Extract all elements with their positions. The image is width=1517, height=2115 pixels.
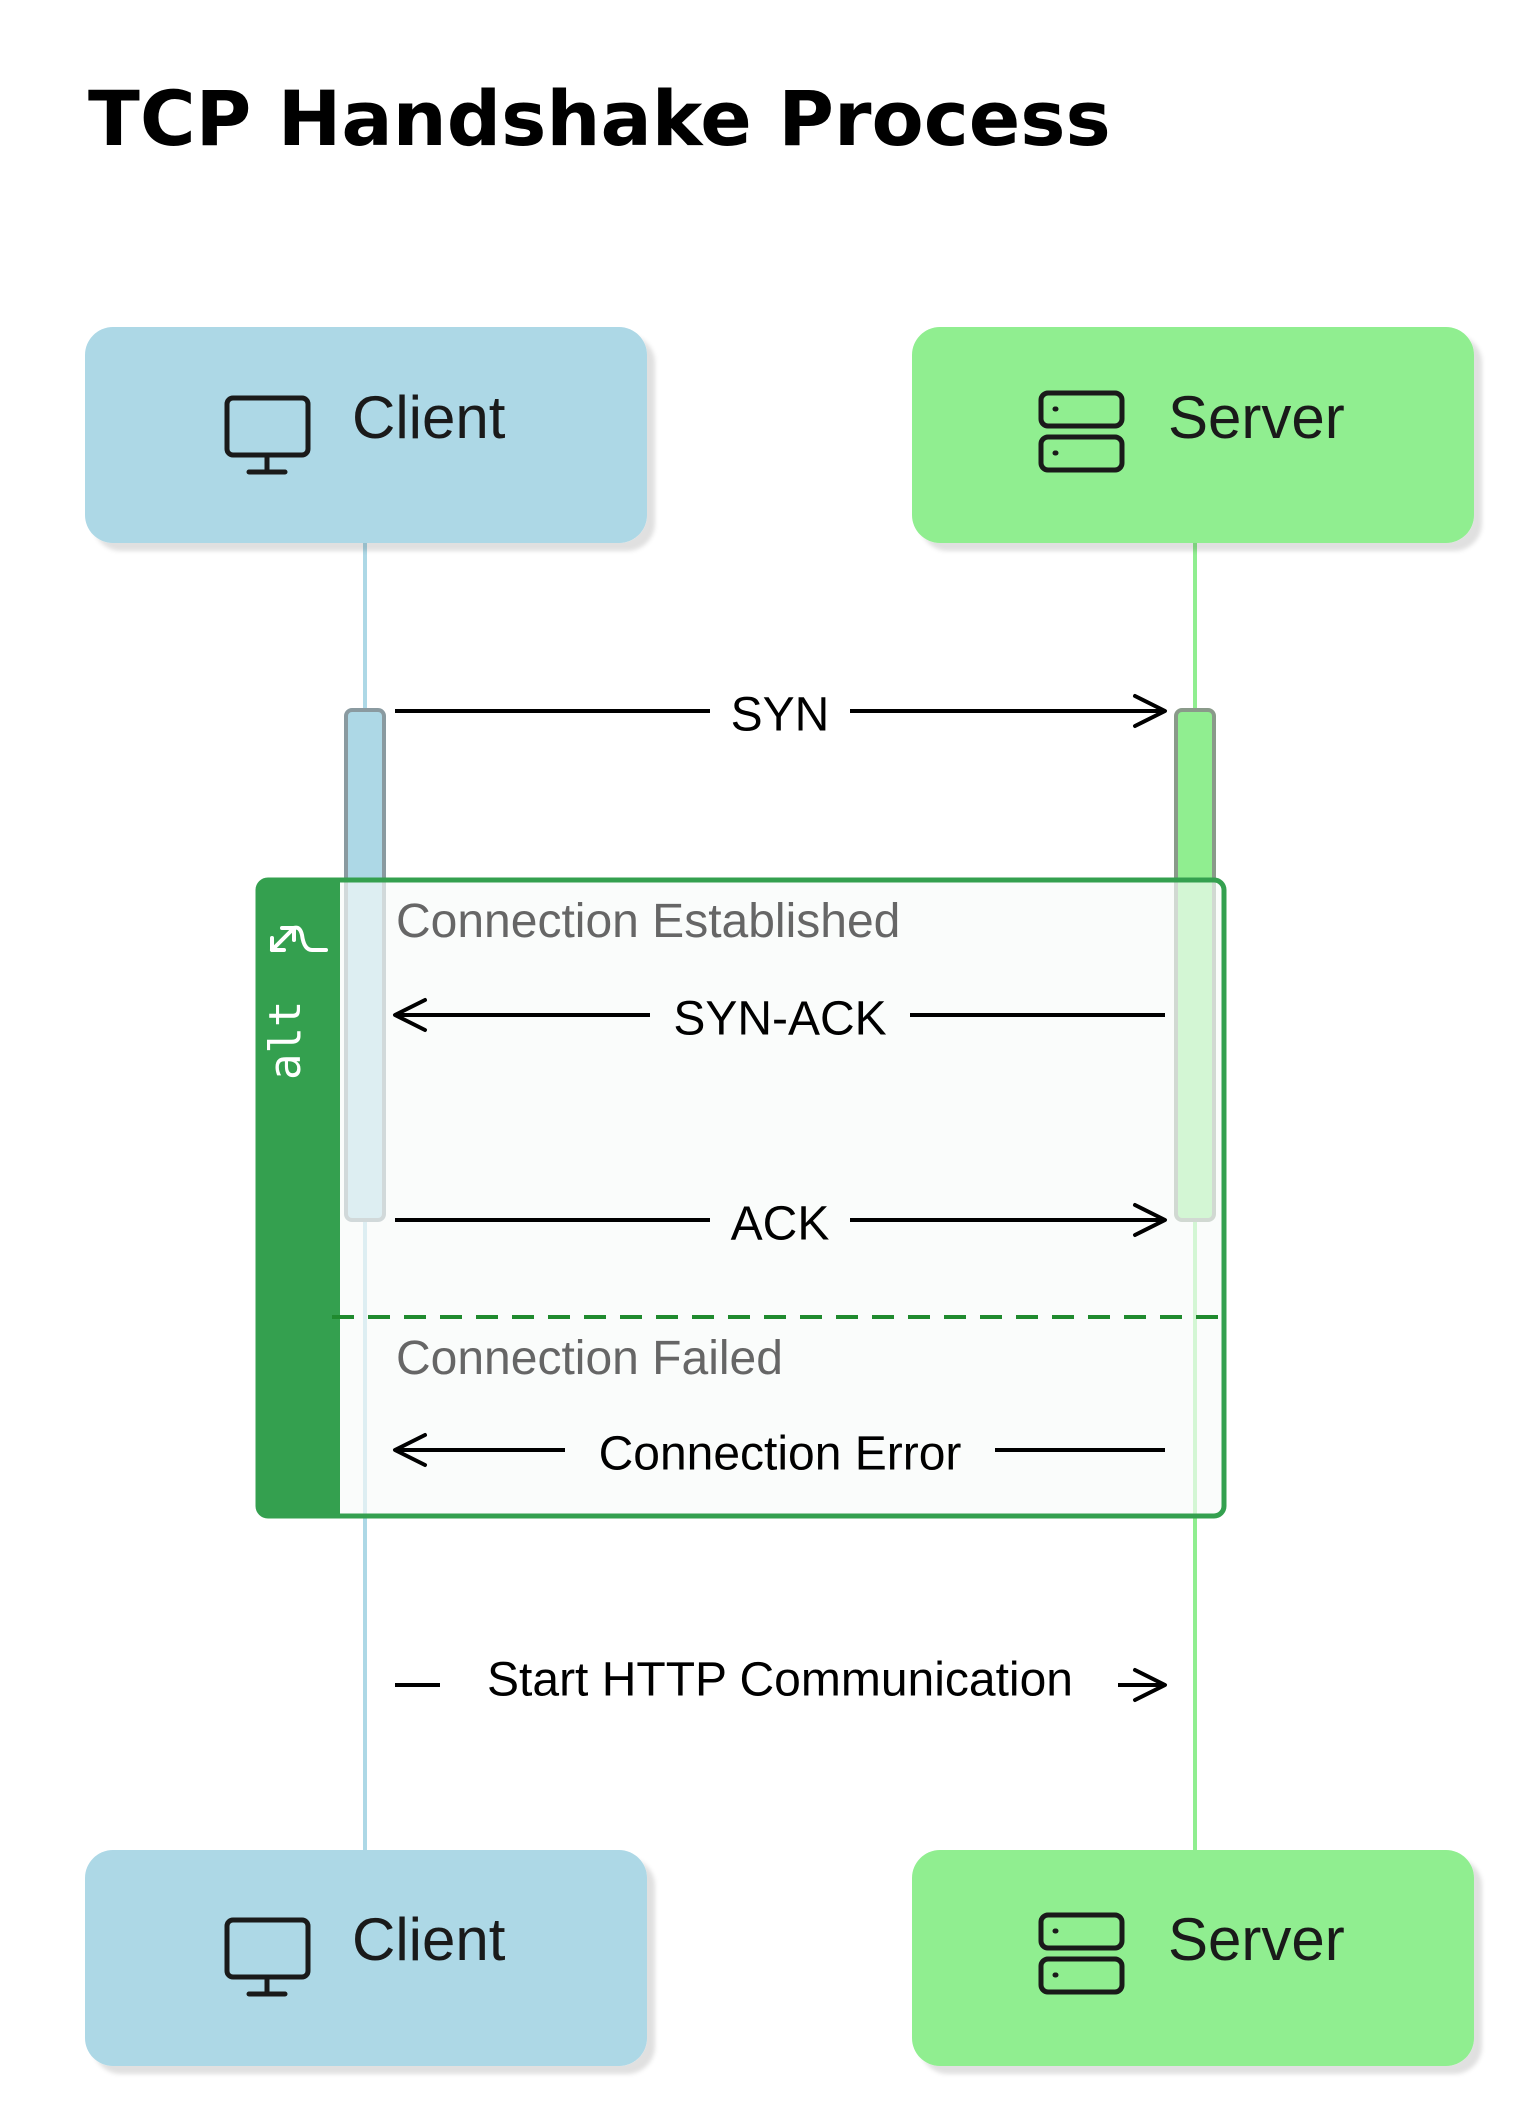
alt-block: alt Connection Established Connection Fa… xyxy=(255,877,1227,1519)
message-ack: ACK xyxy=(395,1198,1167,1251)
participant-label: Client xyxy=(352,1906,506,1973)
branch-icon xyxy=(270,925,328,952)
alt-section-failed: Connection Failed xyxy=(396,1332,783,1385)
participant-server-top: Server xyxy=(912,327,1474,543)
arrowhead-right xyxy=(1133,1203,1167,1237)
participant-label: Client xyxy=(352,384,506,451)
message-start-http: Start HTTP Communication xyxy=(395,1654,1167,1707)
arrowhead-right xyxy=(1133,694,1167,728)
server-icon xyxy=(1038,390,1125,473)
arrowhead-right xyxy=(1133,1668,1167,1702)
alt-section-established: Connection Established xyxy=(396,895,900,948)
participant-label: Server xyxy=(1168,384,1345,451)
participant-server-bottom: Server xyxy=(912,1850,1474,2066)
alt-block-tab xyxy=(258,880,340,1516)
alt-label: alt xyxy=(260,1001,311,1080)
arrowhead-left xyxy=(393,1433,427,1467)
participant-client-bottom: Client xyxy=(85,1850,647,2066)
message-label: SYN-ACK xyxy=(673,993,886,1046)
message-label: Connection Error xyxy=(599,1428,962,1481)
server-icon xyxy=(1038,1912,1125,1995)
diagram-title: TCP Handshake Process xyxy=(88,74,1111,163)
message-label: SYN xyxy=(731,689,830,742)
message-connection-error: Connection Error xyxy=(393,1428,1165,1481)
participant-label: Server xyxy=(1168,1906,1345,1973)
participant-client-top: Client xyxy=(85,327,647,543)
arrowhead-left xyxy=(393,998,427,1032)
message-label: ACK xyxy=(731,1198,830,1251)
message-syn-ack: SYN-ACK xyxy=(393,993,1165,1046)
message-label: Start HTTP Communication xyxy=(487,1654,1073,1707)
monitor-icon xyxy=(224,395,311,475)
monitor-icon xyxy=(224,1917,311,1997)
message-syn: SYN xyxy=(395,689,1167,742)
